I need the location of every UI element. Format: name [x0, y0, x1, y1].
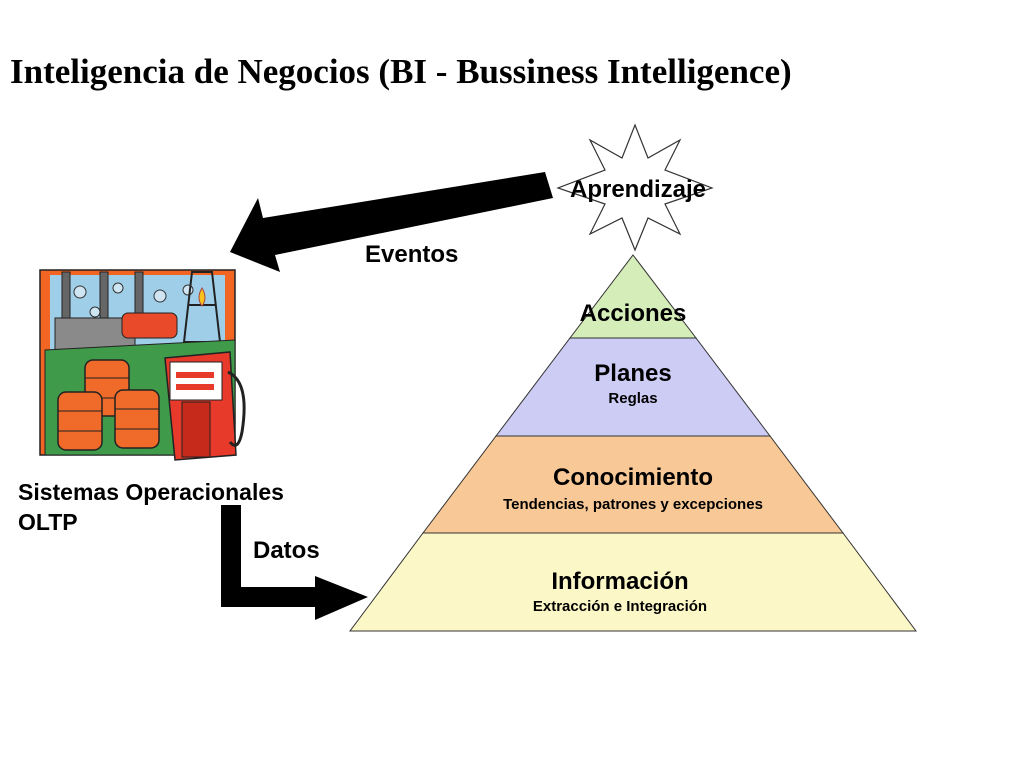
page-title: Inteligencia de Negocios (BI - Bussiness… [10, 52, 792, 91]
aprendizaje-star-icon [556, 123, 714, 252]
fuel-pump-icon [164, 351, 246, 461]
pyramid-level-planes [494, 337, 772, 437]
level-label-conocimiento: Conocimiento [553, 464, 713, 491]
level-sublabel-informacion: Extracción e Integración [533, 598, 707, 615]
operational-systems-illustration [39, 269, 246, 461]
level-label-informacion: Información [551, 568, 688, 595]
pyramid-level-informacion [349, 532, 917, 632]
level-sublabel-planes: Reglas [608, 390, 657, 407]
eventos-arrow [230, 172, 553, 272]
source-acronym: OLTP [18, 509, 78, 535]
aprendizaje-label: Aprendizaje [570, 176, 706, 203]
pyramid [349, 254, 917, 632]
source-name: Sistemas Operacionales [18, 479, 284, 505]
level-label-acciones: Acciones [580, 300, 687, 327]
datos-arrow [221, 505, 368, 620]
level-label-planes: Planes [594, 360, 671, 387]
level-sublabel-conocimiento: Tendencias, patrones y excepciones [503, 496, 763, 513]
eventos-label: Eventos [365, 241, 458, 268]
barrel-icon [57, 359, 160, 451]
datos-label: Datos [253, 537, 320, 564]
